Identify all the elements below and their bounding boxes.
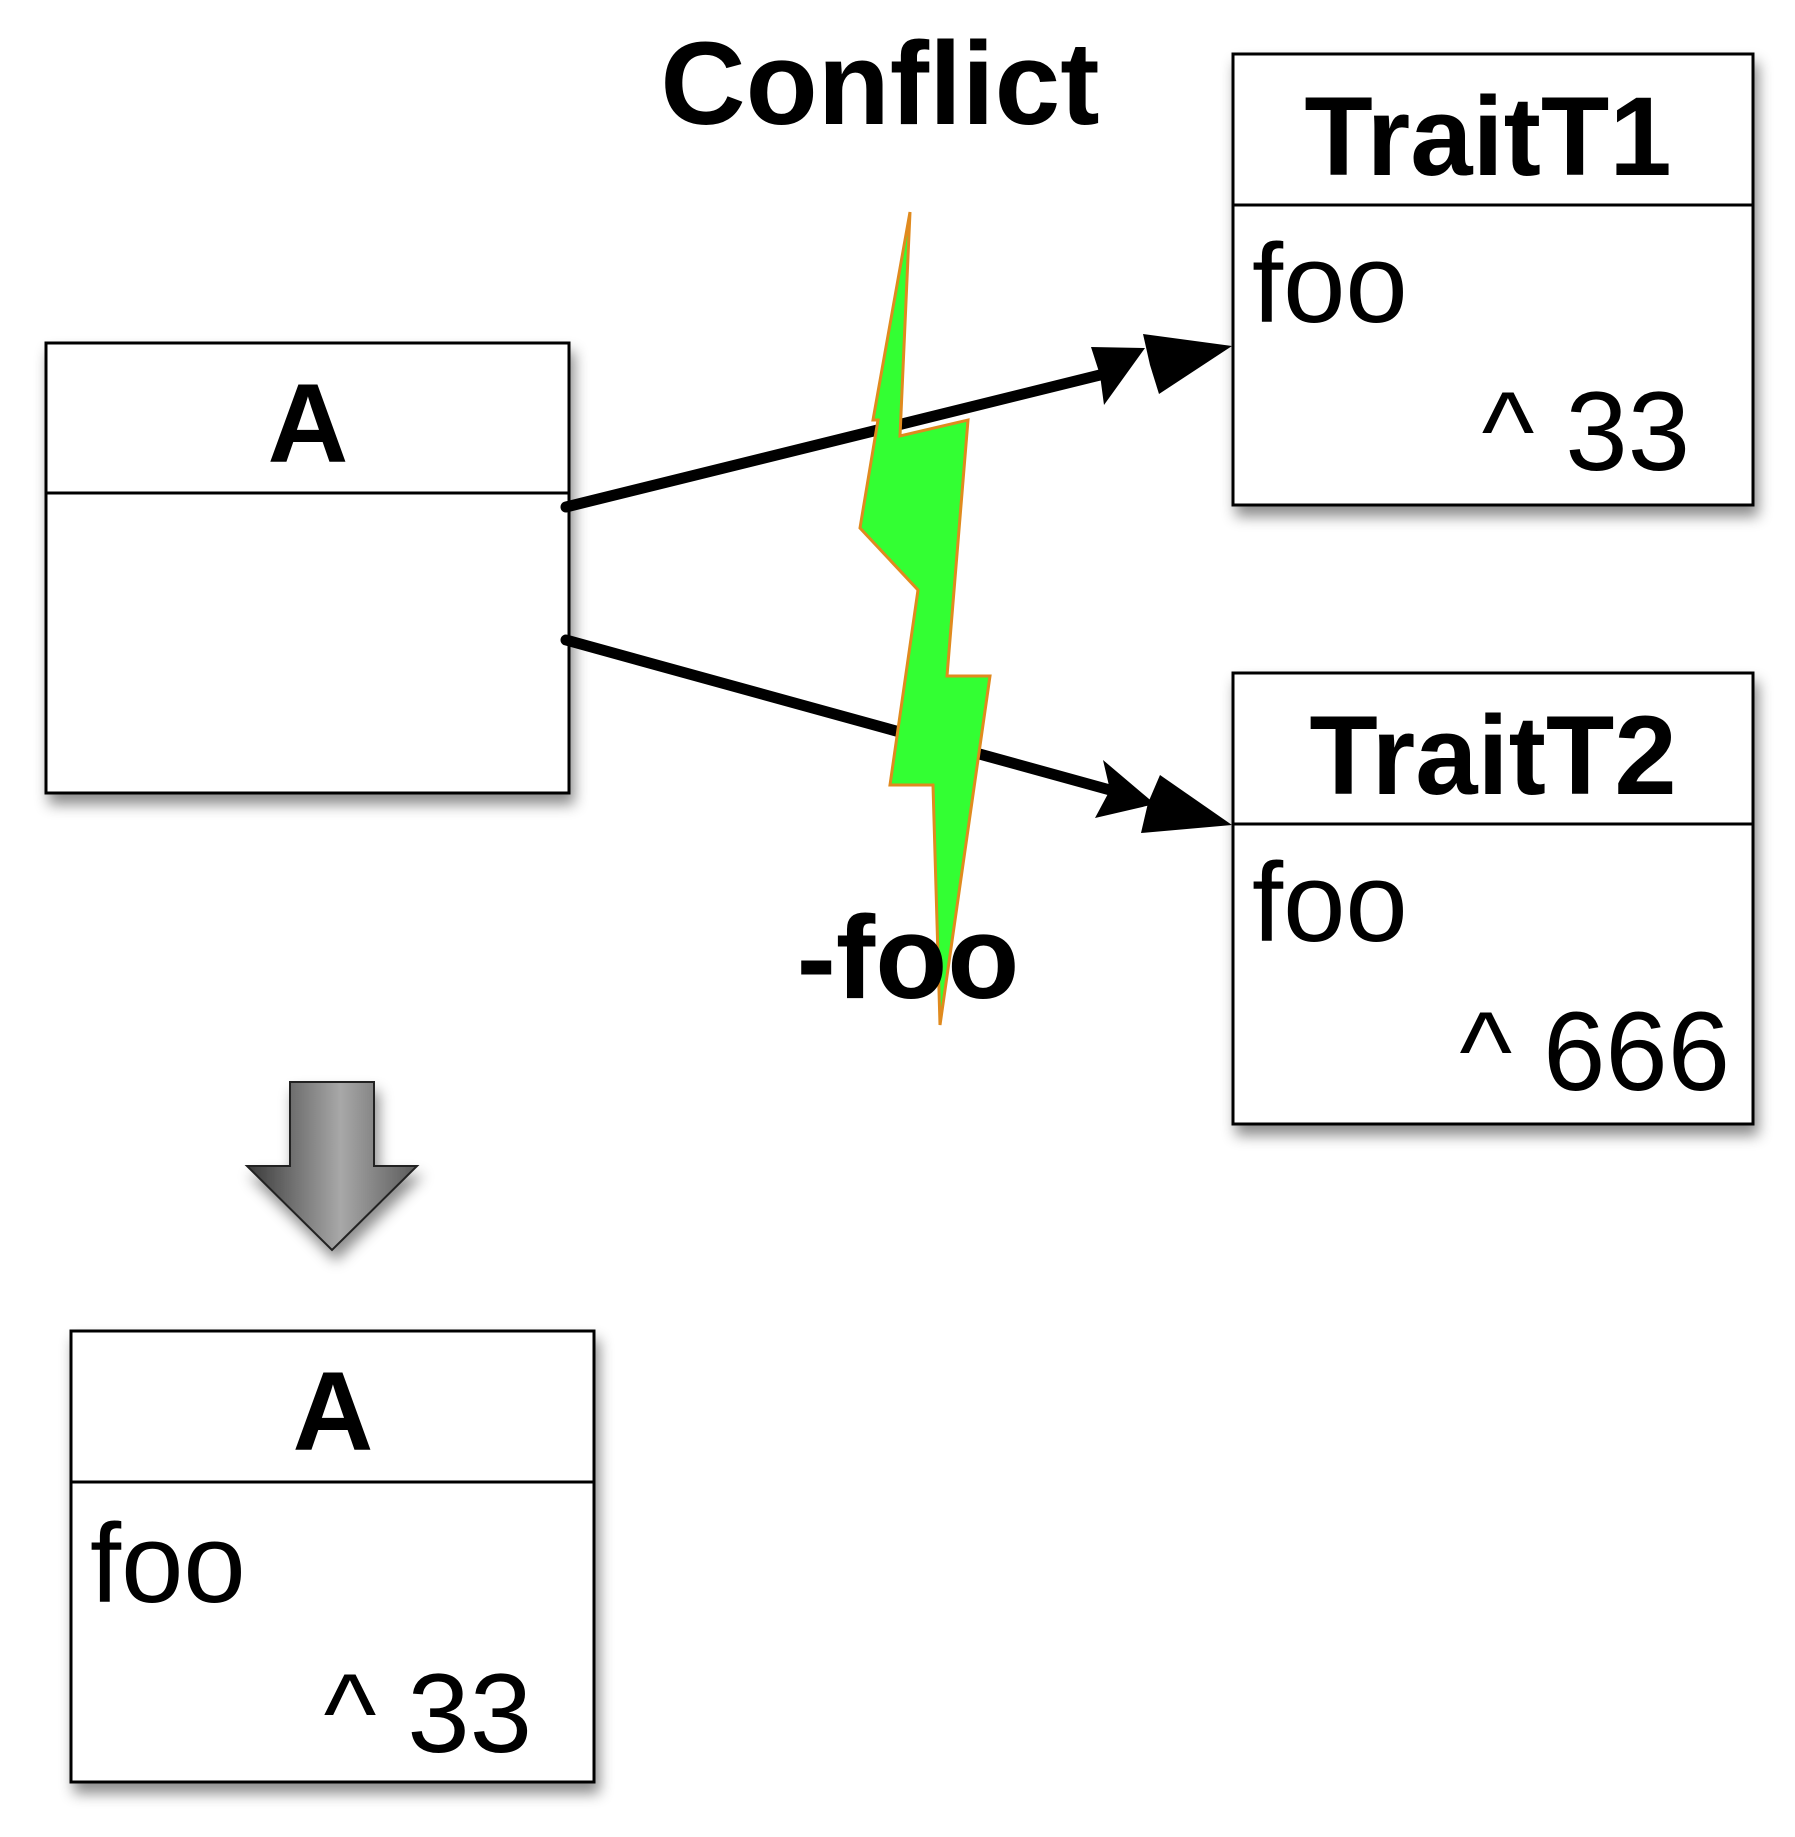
arrow-a-to-trait-t2 <box>560 634 1232 833</box>
trait-t1-method: foo <box>1252 221 1408 346</box>
lightning-bolt-icon <box>858 211 992 1026</box>
trait-t1-name: TraitT1 <box>1304 74 1671 199</box>
class-a-name: A <box>268 361 349 486</box>
down-arrow-icon <box>244 1081 420 1252</box>
trait-t2-body: ^ 666 <box>1459 989 1730 1114</box>
result-a-name: A <box>293 1349 374 1474</box>
arrow-a-to-trait-t1 <box>560 334 1232 513</box>
class-a-box <box>44 341 571 795</box>
trait-t1-box <box>1231 52 1755 507</box>
conflict-title: Conflict <box>660 18 1099 150</box>
exclusion-label: -foo <box>797 892 1020 1024</box>
trait-t1-body: ^ 33 <box>1482 369 1690 494</box>
result-a-method: foo <box>90 1501 246 1626</box>
trait-t2-box <box>1231 671 1755 1126</box>
result-a-box <box>69 1329 596 1784</box>
trait-t2-name: TraitT2 <box>1309 693 1676 818</box>
result-a-body: ^ 33 <box>324 1651 532 1776</box>
trait-t2-method: foo <box>1252 840 1408 965</box>
